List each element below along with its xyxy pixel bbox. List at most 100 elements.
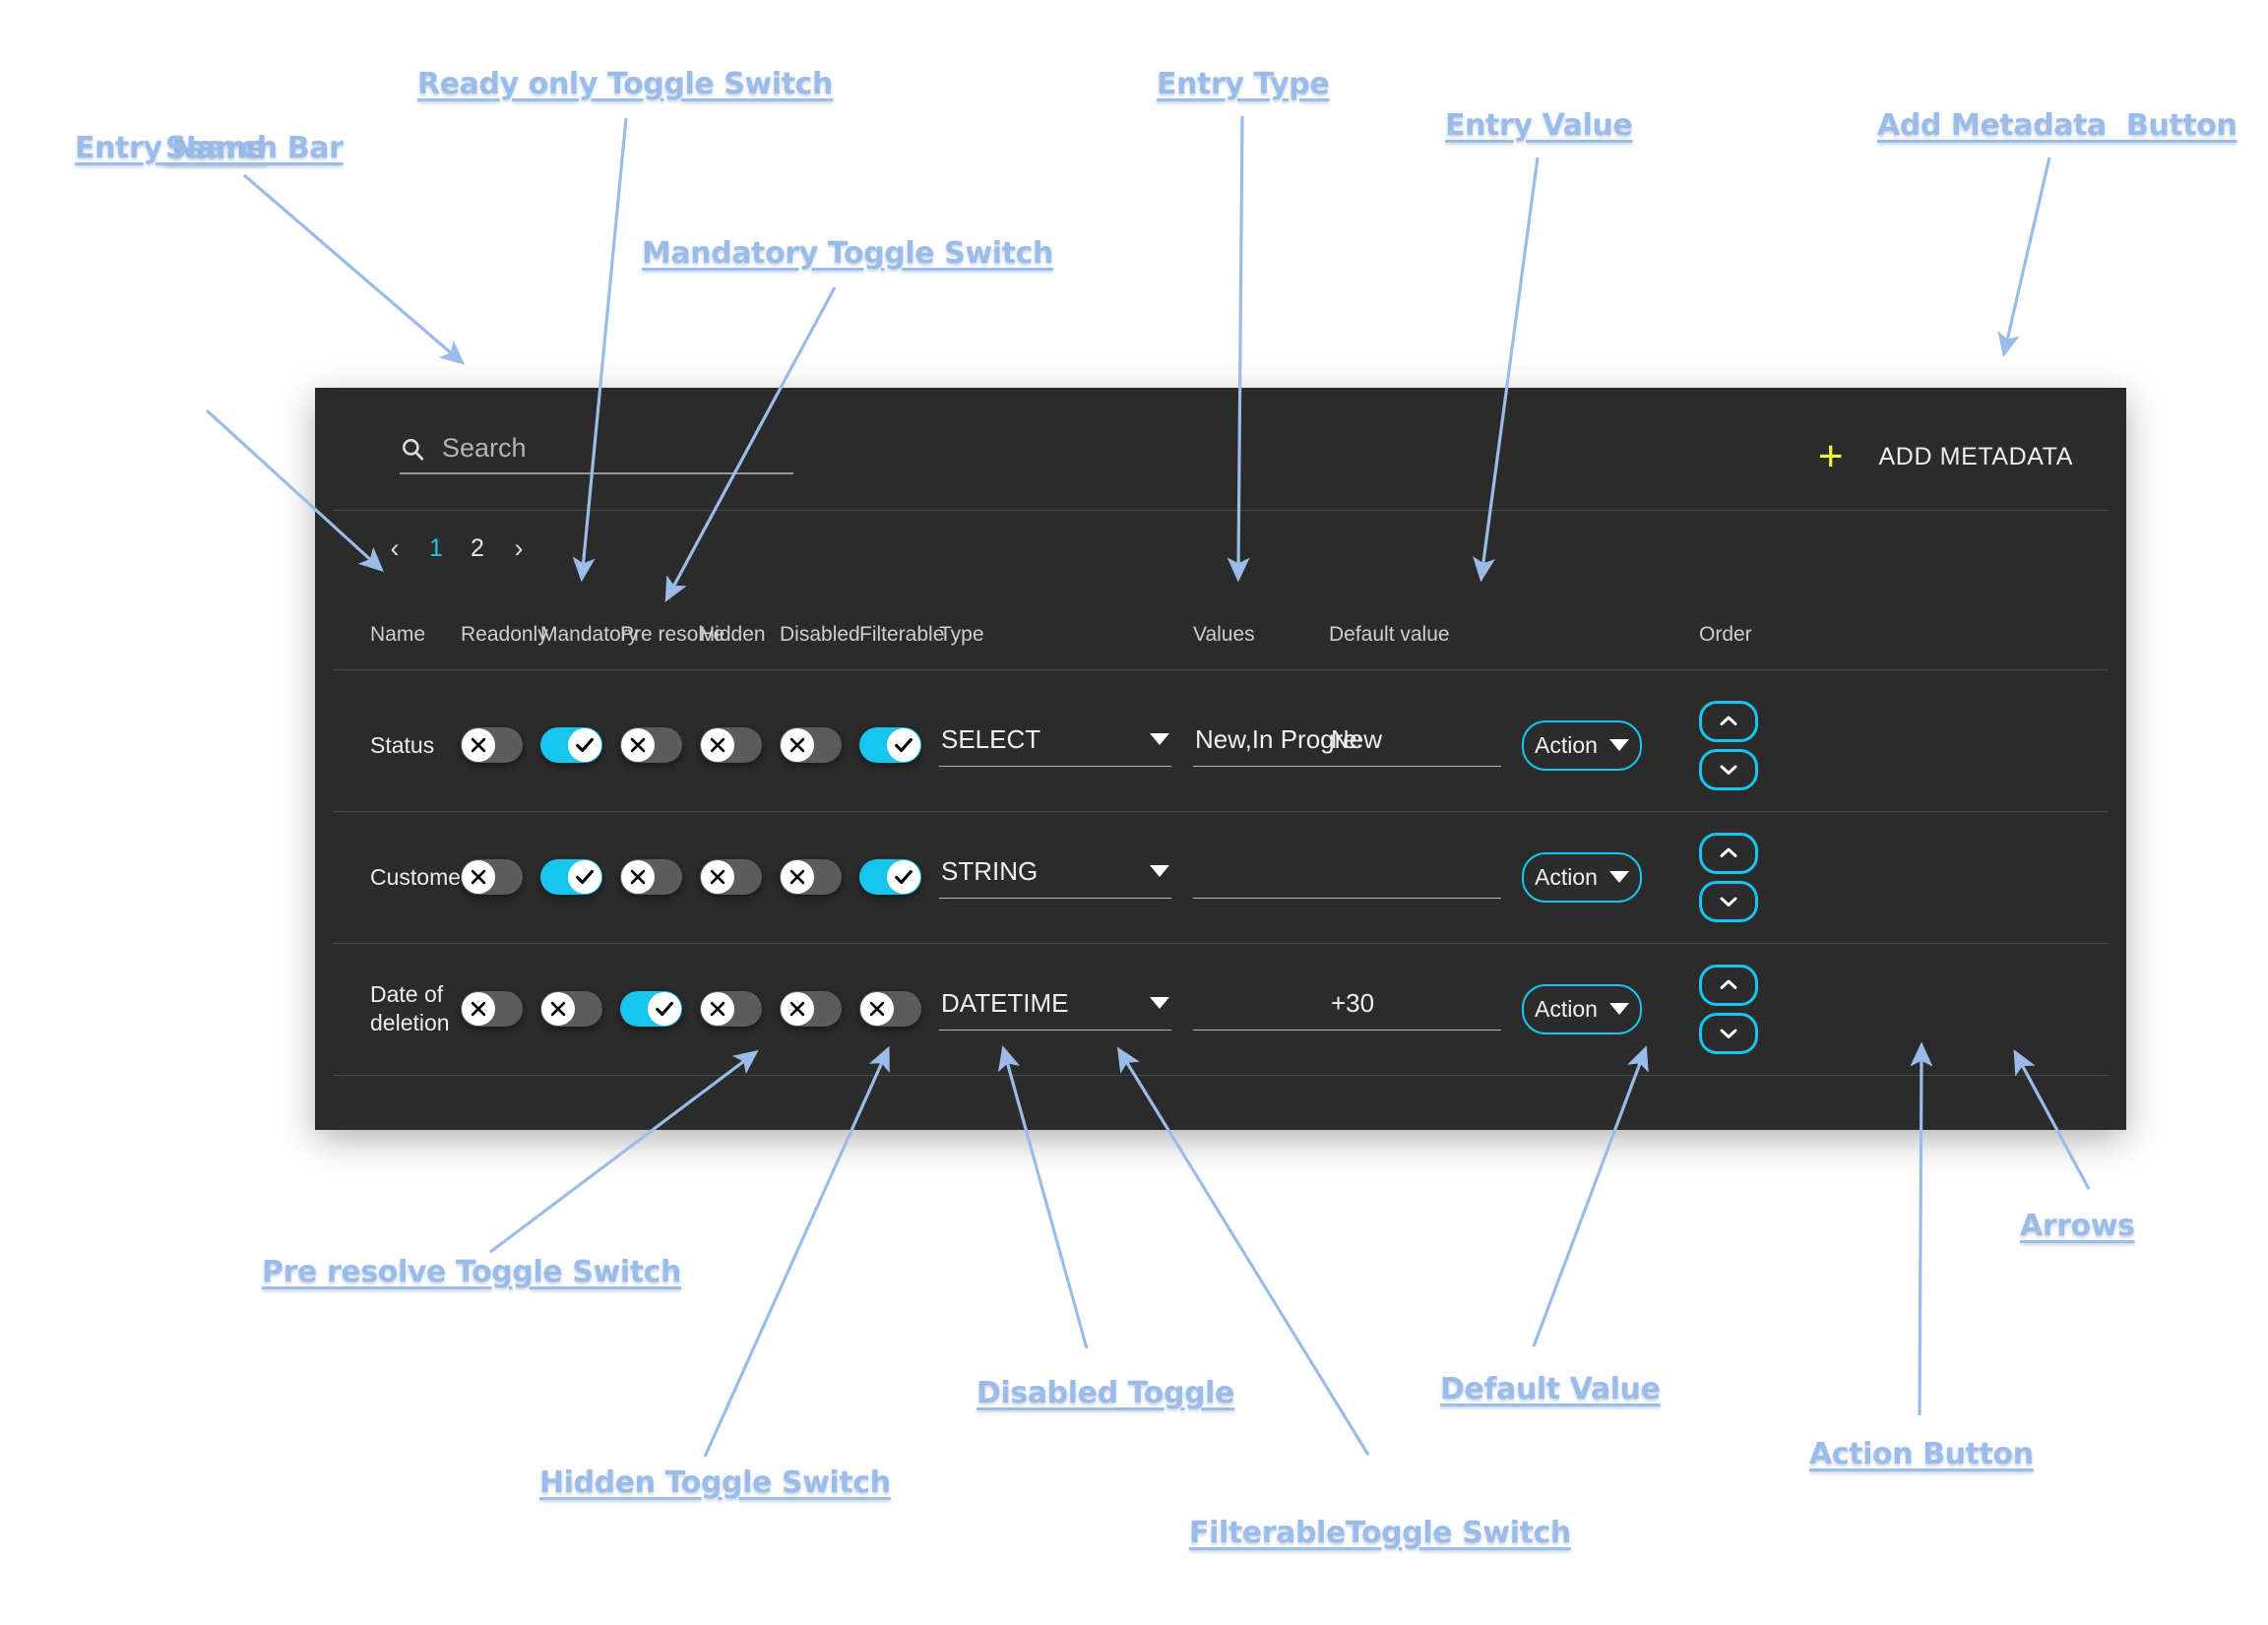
x-icon (781, 728, 814, 762)
entry-name: Status (370, 731, 435, 758)
column-header-hidden: Hidden (700, 623, 766, 646)
table-row: Date of deletion DATETIME +30 Action (315, 943, 2126, 1075)
entry-values-input-text (1195, 988, 1202, 1019)
pre-resolve-toggle[interactable] (620, 991, 682, 1027)
action-button[interactable]: Action (1522, 983, 1642, 1034)
action-button[interactable]: Action (1522, 719, 1642, 771)
x-icon (860, 992, 894, 1026)
x-icon (462, 992, 495, 1026)
move-down-button[interactable] (1699, 748, 1758, 790)
annotation-add-metadata: Add Metadata Button (1877, 108, 2237, 143)
order-controls (1699, 964, 1796, 1054)
pagination-page-2[interactable]: 2 (471, 534, 484, 562)
check-icon (887, 728, 920, 762)
toolbar-divider (333, 510, 2109, 511)
default-value-input-text (1331, 856, 1338, 887)
entry-type-select[interactable]: DATETIME (939, 988, 1171, 1031)
disabled-toggle[interactable] (780, 859, 842, 895)
default-value-input[interactable]: New (1329, 724, 1501, 767)
disabled-toggle[interactable] (780, 727, 842, 763)
filterable-toggle[interactable] (859, 727, 921, 763)
table-row: Customer STRING Action (315, 811, 2126, 943)
filterable-toggle[interactable] (859, 991, 921, 1027)
x-icon (781, 992, 814, 1026)
annotation-pre-resolve: Pre resolve Toggle Switch (262, 1255, 682, 1289)
default-value-input[interactable] (1329, 856, 1501, 899)
chevron-down-icon (1608, 871, 1629, 883)
add-metadata-label: ADD METADATA (1878, 442, 2073, 470)
order-controls (1699, 832, 1796, 922)
column-header-type: Type (939, 623, 984, 646)
disabled-toggle[interactable] (780, 991, 842, 1027)
table-header-row: Name Readonly Mandatory Pre resolve Hidd… (315, 616, 2126, 654)
mandatory-toggle[interactable] (540, 859, 602, 895)
move-down-button[interactable] (1699, 880, 1758, 922)
annotation-entry-type: Entry Type (1157, 67, 1330, 101)
pagination-page-1[interactable]: 1 (429, 534, 443, 562)
entry-name: Customer (370, 863, 469, 890)
column-header-readonly: Readonly (461, 623, 548, 646)
plus-icon: + (1817, 432, 1844, 480)
search-bar[interactable] (400, 433, 793, 474)
chevron-down-icon (1150, 865, 1169, 877)
annotation-entry-name: Entry Name (75, 131, 266, 165)
entry-values-input[interactable] (1193, 856, 1362, 899)
pagination-next[interactable]: › (514, 533, 524, 563)
action-button[interactable]: Action (1522, 851, 1642, 903)
entry-type-select-text: SELECT (941, 723, 1041, 754)
entry-values-input-text (1195, 856, 1202, 887)
annotation-default-value: Default Value (1440, 1372, 1661, 1406)
add-metadata-button[interactable]: + ADD METADATA (1818, 435, 2073, 478)
annotation-hidden-toggle: Hidden Toggle Switch (539, 1466, 891, 1500)
entry-values-input[interactable]: New,In Progres (1193, 724, 1362, 767)
entry-values-input[interactable] (1193, 988, 1362, 1031)
panel-toolbar: + ADD METADATA (315, 388, 2126, 510)
entry-name: Date of deletion (370, 981, 450, 1035)
pre-resolve-toggle[interactable] (620, 859, 682, 895)
filterable-toggle[interactable] (859, 859, 921, 895)
check-icon (648, 992, 681, 1026)
column-header-values: Values (1193, 623, 1255, 646)
move-up-button[interactable] (1699, 832, 1758, 874)
x-icon (621, 728, 655, 762)
search-input[interactable] (442, 433, 793, 464)
chevron-down-icon (1150, 997, 1169, 1009)
pagination: ‹ 1 2 › (374, 535, 539, 562)
entry-type-select[interactable]: STRING (939, 856, 1171, 899)
check-icon (568, 860, 601, 894)
chevron-down-icon (1150, 733, 1169, 745)
move-down-button[interactable] (1699, 1012, 1758, 1054)
row-divider (333, 943, 2109, 944)
mandatory-toggle[interactable] (540, 727, 602, 763)
pagination-prev[interactable]: ‹ (390, 533, 400, 563)
annotation-filterable-toggle: FilterableToggle Switch (1189, 1516, 1571, 1550)
metadata-panel: + ADD METADATA ‹ 1 2 › Name Readonly Man… (315, 388, 2126, 1130)
entry-type-select[interactable]: SELECT (939, 724, 1171, 767)
x-icon (701, 728, 734, 762)
entry-values-input-text: New,In Progres (1195, 723, 1360, 754)
x-icon (701, 860, 734, 894)
hidden-toggle[interactable] (700, 991, 762, 1027)
move-up-button[interactable] (1699, 964, 1758, 1006)
default-value-input[interactable]: +30 (1329, 988, 1501, 1031)
action-button-label: Action (1535, 863, 1598, 890)
move-up-button[interactable] (1699, 700, 1758, 742)
readonly-toggle[interactable] (461, 859, 523, 895)
action-button-label: Action (1535, 731, 1598, 758)
hidden-toggle[interactable] (700, 859, 762, 895)
annotation-action-button: Action Button (1809, 1437, 2034, 1471)
entry-type-select-text: STRING (941, 855, 1039, 886)
x-icon (462, 860, 495, 894)
row-divider (333, 811, 2109, 812)
readonly-toggle[interactable] (461, 727, 523, 763)
check-icon (568, 728, 601, 762)
readonly-toggle[interactable] (461, 991, 523, 1027)
action-button-label: Action (1535, 995, 1598, 1022)
column-header-filterable: Filterable (859, 623, 945, 646)
hidden-toggle[interactable] (700, 727, 762, 763)
x-icon (701, 992, 734, 1026)
mandatory-toggle[interactable] (540, 991, 602, 1027)
pre-resolve-toggle[interactable] (620, 727, 682, 763)
